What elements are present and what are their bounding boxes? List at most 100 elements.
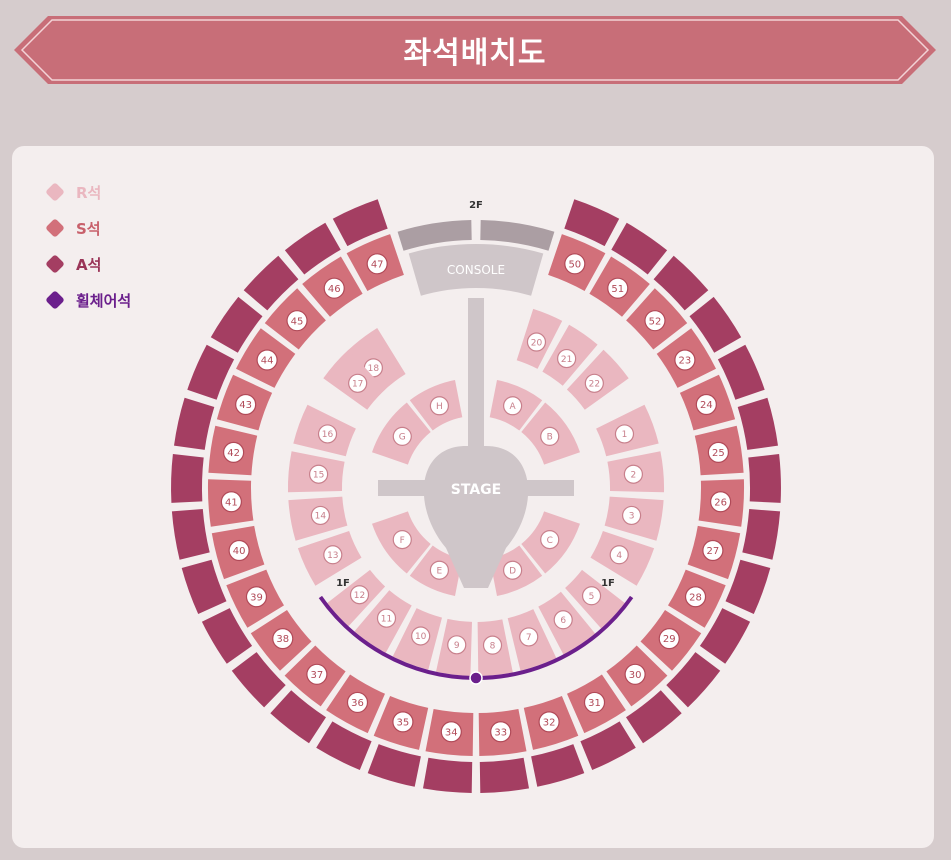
section-51-label: 51 bbox=[611, 284, 624, 295]
section-5-label: 5 bbox=[589, 592, 595, 602]
outer-section[interactable] bbox=[231, 652, 286, 708]
section-5-badge bbox=[581, 586, 602, 606]
stage-shape bbox=[423, 446, 529, 588]
outer-section[interactable] bbox=[479, 757, 529, 793]
section-12-label: 12 bbox=[354, 591, 365, 601]
console-top-left bbox=[397, 220, 472, 251]
section-8-label: 8 bbox=[490, 641, 496, 651]
legend-item-s-seat: S석 bbox=[44, 210, 131, 246]
floor-section-D-badge bbox=[503, 560, 523, 580]
section-36-badge bbox=[346, 691, 369, 714]
section-7-label: 7 bbox=[526, 633, 532, 643]
floor-1-right-label: 1F bbox=[601, 578, 615, 589]
section-21-badge bbox=[557, 348, 577, 369]
section-21-label: 21 bbox=[561, 355, 572, 365]
section-39-label: 39 bbox=[250, 592, 263, 603]
section-26-label: 26 bbox=[714, 497, 727, 508]
section-6-label: 6 bbox=[560, 616, 566, 626]
section-27-label: 27 bbox=[707, 546, 720, 557]
console-top-right bbox=[480, 220, 555, 251]
outer-section[interactable] bbox=[737, 397, 778, 450]
outer-section[interactable] bbox=[725, 559, 771, 614]
section-14-badge bbox=[310, 505, 331, 526]
outer-section[interactable] bbox=[316, 721, 372, 770]
section-32-badge bbox=[538, 711, 560, 733]
section-45-badge bbox=[286, 310, 308, 332]
section-29-badge bbox=[658, 627, 680, 650]
section-10-badge bbox=[411, 626, 431, 646]
floor-section-D-label: D bbox=[509, 566, 516, 576]
runway bbox=[468, 298, 484, 458]
section-4-label: 4 bbox=[616, 551, 622, 561]
section-16-label: 16 bbox=[322, 430, 334, 440]
section-39-badge bbox=[245, 586, 268, 608]
outer-section[interactable] bbox=[423, 757, 473, 793]
section-42-badge bbox=[223, 441, 245, 463]
floor-section-C-label: C bbox=[547, 536, 553, 546]
legend-item-wheelchair: 휠체어석 bbox=[44, 282, 131, 318]
section-11-label: 11 bbox=[381, 614, 392, 624]
floor-section-F-badge bbox=[392, 530, 412, 550]
section-52-badge bbox=[644, 310, 666, 332]
section-23-badge bbox=[674, 349, 696, 371]
outer-section[interactable] bbox=[564, 199, 620, 247]
outer-section[interactable] bbox=[748, 454, 781, 503]
legend-label-a: A석 bbox=[76, 255, 102, 274]
outer-section[interactable] bbox=[270, 690, 326, 744]
outer-section[interactable] bbox=[243, 255, 299, 311]
outer-section[interactable] bbox=[171, 454, 204, 503]
floor-section-H-badge bbox=[429, 396, 449, 416]
section-34-label: 34 bbox=[445, 727, 458, 738]
stage-area: STAGE bbox=[378, 298, 574, 588]
legend: R석 S석 A석 휠체어석 bbox=[44, 174, 131, 318]
outer-section[interactable] bbox=[284, 222, 341, 275]
section-15-badge bbox=[309, 464, 329, 484]
section-1-badge bbox=[614, 424, 635, 444]
outer-section[interactable] bbox=[531, 744, 585, 787]
legend-item-a-seat: A석 bbox=[44, 246, 131, 282]
outer-section[interactable] bbox=[611, 222, 668, 275]
section-25-badge bbox=[707, 441, 729, 463]
floor-section-C-badge bbox=[540, 530, 560, 550]
section-40-label: 40 bbox=[233, 546, 246, 557]
outer-section[interactable] bbox=[717, 344, 765, 400]
section-17-label: 17 bbox=[352, 380, 363, 390]
legend-item-r-seat: R석 bbox=[44, 174, 131, 210]
outer-section[interactable] bbox=[332, 199, 388, 247]
outer-section[interactable] bbox=[666, 652, 721, 708]
outer-section[interactable] bbox=[171, 509, 210, 560]
section-10-label: 10 bbox=[415, 632, 427, 642]
section-8-badge bbox=[482, 635, 503, 655]
floor-section-A-badge bbox=[503, 396, 523, 416]
section-35-label: 35 bbox=[397, 717, 410, 728]
outer-section[interactable] bbox=[187, 344, 235, 400]
section-4-badge bbox=[609, 545, 629, 565]
outer-section[interactable] bbox=[174, 397, 215, 450]
outer-section[interactable] bbox=[626, 690, 682, 744]
outer-section[interactable] bbox=[699, 608, 751, 664]
outer-section[interactable] bbox=[367, 744, 421, 787]
outer-section[interactable] bbox=[653, 255, 709, 311]
outer-section[interactable] bbox=[580, 721, 636, 770]
section-12-badge bbox=[349, 585, 370, 605]
outer-section[interactable] bbox=[201, 608, 253, 664]
section-27-badge bbox=[702, 539, 724, 562]
outer-section[interactable] bbox=[742, 509, 781, 560]
outer-section[interactable] bbox=[689, 296, 742, 353]
section-31-badge bbox=[583, 691, 606, 714]
section-13-badge bbox=[323, 545, 343, 565]
section-44-label: 44 bbox=[261, 356, 274, 367]
section-13-label: 13 bbox=[327, 551, 338, 561]
section-37-badge bbox=[306, 663, 328, 685]
floor-section-G-badge bbox=[392, 426, 412, 446]
section-11-badge bbox=[376, 608, 397, 628]
outer-section[interactable] bbox=[210, 296, 263, 353]
section-24-badge bbox=[695, 393, 717, 416]
outer-section[interactable] bbox=[181, 559, 227, 614]
section-42-label: 42 bbox=[227, 448, 240, 459]
section-29-label: 29 bbox=[663, 634, 676, 645]
